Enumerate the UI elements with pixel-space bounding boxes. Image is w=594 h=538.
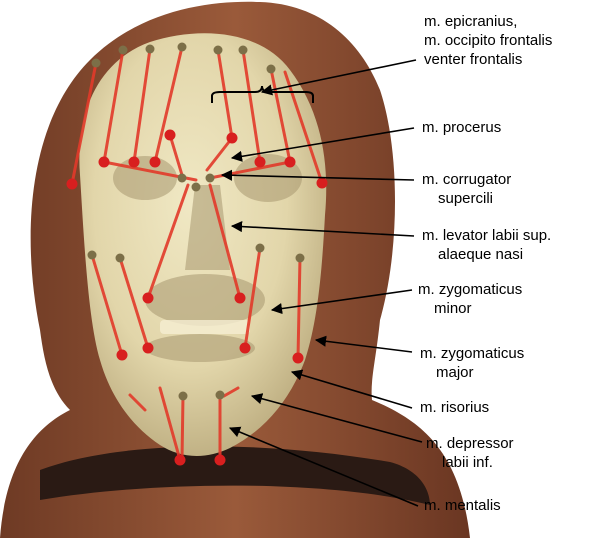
attachment-point xyxy=(256,244,265,253)
label-levator: m. levator labii sup. alaeque nasi xyxy=(422,226,551,264)
attachment-point xyxy=(214,46,223,55)
label-line: minor xyxy=(418,299,522,318)
attachment-point xyxy=(88,251,97,260)
insertion-point xyxy=(293,353,304,364)
insertion-point xyxy=(215,455,226,466)
attachment-point xyxy=(116,254,125,263)
label-line: m. epicranius, xyxy=(424,12,552,31)
attachment-point xyxy=(146,45,155,54)
attachment-point xyxy=(178,174,187,183)
label-epicranius: m. epicranius, m. occipito frontalis ven… xyxy=(424,12,552,69)
label-line: m. occipito frontalis xyxy=(424,31,552,50)
label-mentalis: m. mentalis xyxy=(424,496,501,515)
attachment-point xyxy=(178,43,187,52)
label-line: major xyxy=(420,363,524,382)
label-line: m. mentalis xyxy=(424,496,501,515)
attachment-point xyxy=(267,65,276,74)
insertion-point xyxy=(129,157,140,168)
label-line: m. corrugator xyxy=(422,170,511,189)
insertion-point xyxy=(67,179,78,190)
muscle-line xyxy=(182,396,183,460)
label-risorius: m. risorius xyxy=(420,398,489,417)
insertion-point xyxy=(165,130,176,141)
label-procerus: m. procerus xyxy=(422,118,501,137)
label-zyg-minor: m. zygomaticus minor xyxy=(418,280,522,318)
insertion-point xyxy=(143,293,154,304)
label-line: m. zygomaticus xyxy=(418,280,522,299)
attachment-point xyxy=(239,46,248,55)
attachment-point xyxy=(206,174,215,183)
attachment-point xyxy=(179,392,188,401)
insertion-point xyxy=(175,455,186,466)
attachment-point xyxy=(119,46,128,55)
attachment-point xyxy=(192,183,201,192)
attachment-point xyxy=(216,391,225,400)
insertion-point xyxy=(117,350,128,361)
muscle-line xyxy=(298,258,300,358)
label-line: alaeque nasi xyxy=(422,245,551,264)
attachment-point xyxy=(92,59,101,68)
insertion-point xyxy=(227,133,238,144)
insertion-point xyxy=(317,178,328,189)
label-line: m. procerus xyxy=(422,118,501,137)
insertion-point xyxy=(255,157,266,168)
label-line: m. zygomaticus xyxy=(420,344,524,363)
insertion-point xyxy=(150,157,161,168)
label-line: m. levator labii sup. xyxy=(422,226,551,245)
label-line: venter frontalis xyxy=(424,50,552,69)
label-line: supercili xyxy=(422,189,511,208)
label-line: m. depressor xyxy=(426,434,514,453)
label-line: labii inf. xyxy=(426,453,514,472)
insertion-point xyxy=(285,157,296,168)
insertion-point xyxy=(99,157,110,168)
insertion-point xyxy=(143,343,154,354)
label-line: m. risorius xyxy=(420,398,489,417)
insertion-point xyxy=(235,293,246,304)
label-corrugator: m. corrugator supercili xyxy=(422,170,511,208)
insertion-point xyxy=(240,343,251,354)
label-zyg-major: m. zygomaticus major xyxy=(420,344,524,382)
attachment-point xyxy=(296,254,305,263)
label-depressor: m. depressor labii inf. xyxy=(426,434,514,472)
teeth-highlight xyxy=(160,320,250,334)
